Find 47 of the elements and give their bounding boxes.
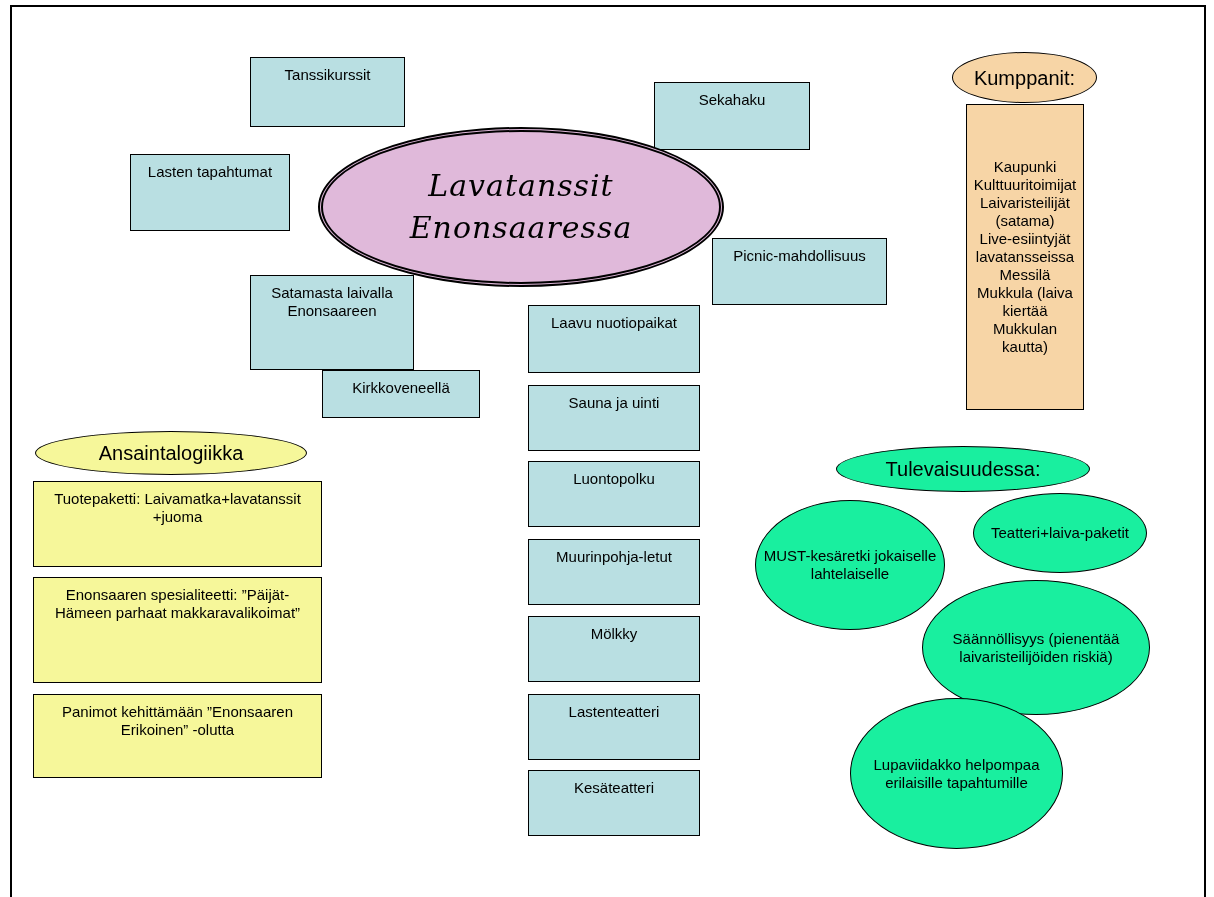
topic-box: [654, 82, 810, 150]
node-text: Säännöllisyys (pienentää laivaristeilijöiden riskiä): [951, 629, 1121, 666]
topic-box: [528, 305, 700, 373]
node-text: Kesäteatteri: [573, 779, 654, 797]
node-text: Laivaristeilijät (satama): [978, 194, 1071, 230]
node-text: Kaupunki: [993, 158, 1057, 176]
topic-box: [250, 57, 405, 127]
node-text: Tanssikurssit: [284, 66, 371, 84]
node-text: Kulttuuritoimijat: [973, 176, 1077, 194]
topic-box: [528, 461, 700, 527]
node-text: Mukkula (laiva kiertää Mukkulan kautta): [976, 284, 1074, 356]
revenue-box: [33, 481, 322, 567]
node-text: Sauna ja uinti: [568, 394, 660, 412]
node-text: Laavu nuotiopaikat: [551, 314, 677, 332]
node-text: Luontopolku: [573, 470, 655, 488]
node-text: Panimot kehittämään ”Enonsaaren Erikoinen” -olutta: [61, 703, 294, 739]
node-text: Satamasta laivalla Enonsaareen: [270, 284, 394, 320]
topic-box: [528, 770, 700, 836]
node-text: Kirkkoveneellä: [352, 379, 450, 397]
node-text: Tuotepaketti: Laivamatka+lavatanssit +juoma: [53, 490, 302, 526]
topic-box: [528, 694, 700, 760]
node-text: Messilä: [999, 266, 1051, 284]
node-text: Lasten tapahtumat: [147, 163, 273, 181]
partner-list-box: [966, 104, 1084, 410]
topic-box: [250, 275, 414, 370]
node-text: Teatteri+laiva-paketit: [991, 524, 1129, 542]
topic-box: [322, 370, 480, 418]
node-text: Enonsaaren spesialiteetti: ”Päijät-Hämeen parhaat makkaravalikoimat”: [53, 586, 302, 622]
node-text: MUST-kesäretki jokaiselle lahtelaiselle: [762, 547, 938, 583]
node-text: Kumppanit:: [973, 68, 1076, 87]
node-text: Picnic-mahdollisuus: [733, 247, 866, 265]
topic-box: [712, 238, 887, 305]
node-text: Ansaintalogiikka: [98, 444, 244, 462]
node-text: Sekahaku: [698, 91, 766, 109]
node-text: Lastenteatteri: [568, 703, 660, 721]
title-text: Lavatanssit Enonsaaressa: [408, 167, 634, 247]
topic-box: [528, 539, 700, 605]
node-text: Muurinpohja-letut: [556, 548, 672, 566]
node-text: Mölkky: [590, 625, 638, 643]
revenue-box: [33, 694, 322, 778]
revenue-box: [33, 577, 322, 683]
node-text: Tulevaisuudessa:: [885, 460, 1041, 478]
topic-box: [130, 154, 290, 231]
topic-box: [528, 385, 700, 451]
node-text: Lupaviidakko helpompaa erilaisille tapahtumille: [872, 755, 1041, 792]
node-text: Live-esiintyjät lavatansseissa: [974, 230, 1076, 266]
topic-box: [528, 616, 700, 682]
